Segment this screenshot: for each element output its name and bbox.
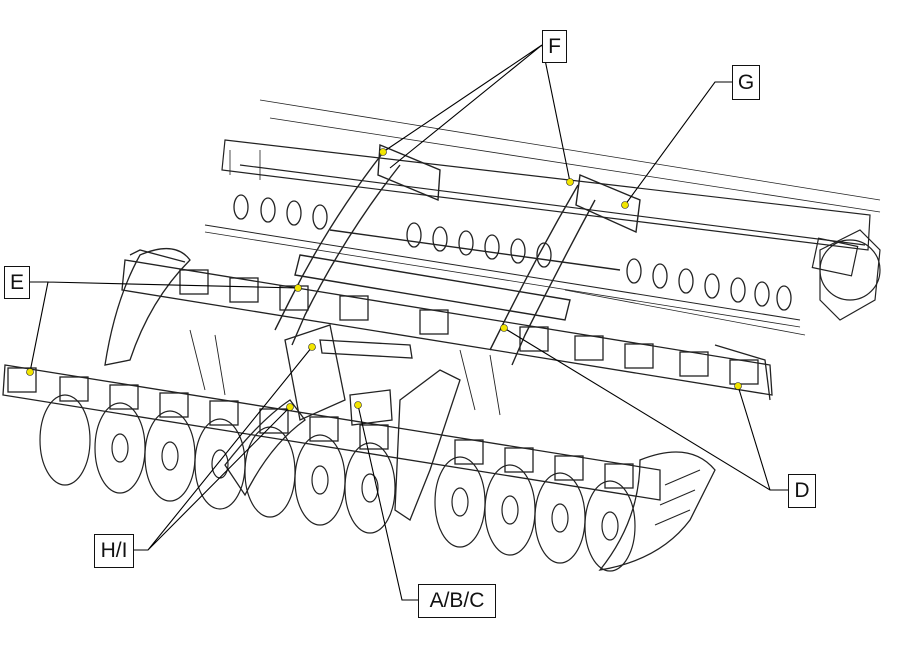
- main-frame: [274, 143, 641, 366]
- callout-label-g: G: [732, 65, 760, 100]
- callout-label-f: F: [542, 30, 567, 63]
- leader-line-hi: [134, 346, 313, 551]
- grease-point: [734, 382, 742, 390]
- spring-row: [204, 194, 806, 336]
- grease-point: [294, 284, 302, 292]
- disc-blades: [39, 329, 636, 572]
- callout-label-abc: A/B/C: [418, 584, 496, 618]
- callout-label-d: D: [788, 474, 816, 508]
- callout-label-hi: H/I: [94, 534, 134, 568]
- lubrication-points: [26, 148, 742, 411]
- grease-point: [379, 148, 387, 156]
- leader-line-abc: [357, 404, 418, 601]
- grease-point: [26, 368, 34, 376]
- grease-point: [308, 343, 316, 351]
- grease-point: [354, 401, 362, 409]
- grease-point: [621, 201, 629, 209]
- side-deflectors: [104, 248, 716, 571]
- hitch-linkage: [224, 324, 461, 521]
- rear-roller: [221, 99, 881, 321]
- leader-line-g: [624, 81, 732, 206]
- machine-illustration: [2, 99, 881, 572]
- front-gang: [2, 249, 773, 501]
- callout-lines: [29, 44, 788, 601]
- leader-line-d: [503, 327, 788, 491]
- grease-point: [286, 403, 294, 411]
- callout-label-e: E: [4, 266, 30, 299]
- leader-line-f: [382, 44, 571, 183]
- grease-point: [500, 324, 508, 332]
- grease-point: [566, 178, 574, 186]
- leader-line-e: [29, 281, 299, 373]
